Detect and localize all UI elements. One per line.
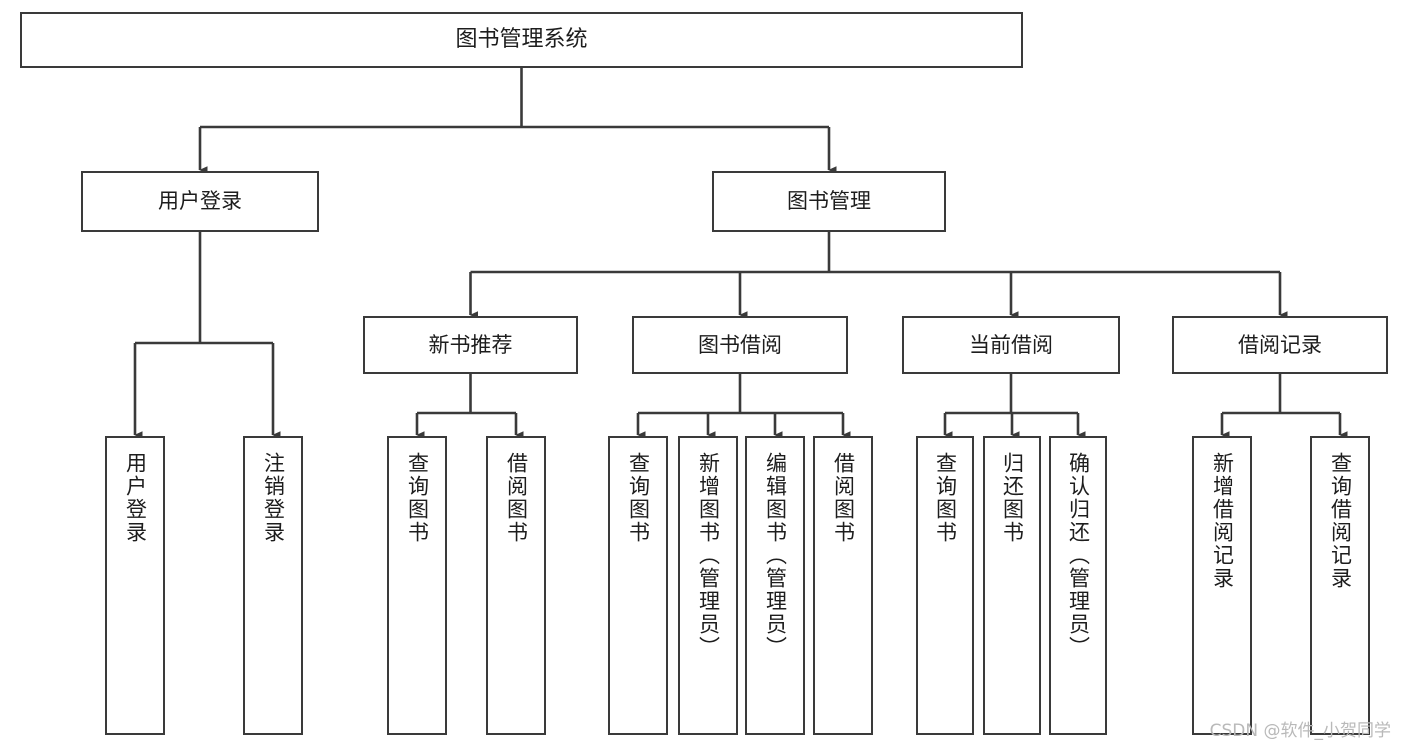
node-current-borrow[interactable]: 当前借阅	[902, 316, 1120, 374]
node-borrow-record-label: 借阅记录	[1238, 332, 1322, 357]
node-leaf-return-book[interactable]: 归还图书	[983, 436, 1041, 735]
node-leaf-confirm-return-label: 确认归还（管理员）	[1066, 452, 1091, 659]
node-root[interactable]: 图书管理系统	[20, 12, 1023, 68]
node-leaf-user-logout-label: 注销登录	[261, 452, 286, 544]
node-user-login[interactable]: 用户登录	[81, 171, 319, 232]
node-book-manage-label: 图书管理	[787, 189, 871, 214]
node-leaf-query-book-3-label: 查询图书	[933, 452, 958, 544]
node-leaf-user-logout[interactable]: 注销登录	[243, 436, 303, 735]
node-leaf-user-login-label: 用户登录	[123, 452, 148, 544]
node-leaf-return-book-label: 归还图书	[1000, 452, 1025, 544]
node-leaf-borrow-book-1-label: 借阅图书	[504, 452, 529, 544]
node-leaf-borrow-book-2[interactable]: 借阅图书	[813, 436, 873, 735]
node-book-borrow[interactable]: 图书借阅	[632, 316, 848, 374]
node-leaf-query-book-1-label: 查询图书	[405, 452, 430, 544]
node-leaf-query-book-1[interactable]: 查询图书	[387, 436, 447, 735]
node-borrow-record[interactable]: 借阅记录	[1172, 316, 1388, 374]
node-current-borrow-label: 当前借阅	[969, 332, 1053, 357]
node-leaf-edit-book-label: 编辑图书（管理员）	[763, 452, 788, 659]
node-leaf-borrow-book-1[interactable]: 借阅图书	[486, 436, 546, 735]
node-leaf-query-book-2[interactable]: 查询图书	[608, 436, 668, 735]
node-leaf-add-record-label: 新增借阅记录	[1210, 452, 1235, 590]
node-leaf-query-record[interactable]: 查询借阅记录	[1310, 436, 1370, 735]
node-leaf-query-book-2-label: 查询图书	[626, 452, 651, 544]
node-leaf-add-book-label: 新增图书（管理员）	[696, 452, 721, 659]
node-root-label: 图书管理系统	[455, 27, 588, 53]
node-leaf-add-record[interactable]: 新增借阅记录	[1192, 436, 1252, 735]
watermark: CSDN @软件_小贺同学	[1209, 721, 1391, 741]
node-leaf-confirm-return[interactable]: 确认归还（管理员）	[1049, 436, 1107, 735]
node-leaf-user-login[interactable]: 用户登录	[105, 436, 165, 735]
node-book-borrow-label: 图书借阅	[698, 332, 782, 357]
node-new-book-rec-label: 新书推荐	[428, 332, 513, 357]
node-leaf-add-book[interactable]: 新增图书（管理员）	[678, 436, 738, 735]
node-leaf-edit-book[interactable]: 编辑图书（管理员）	[745, 436, 805, 735]
node-leaf-borrow-book-2-label: 借阅图书	[831, 452, 856, 544]
node-leaf-query-book-3[interactable]: 查询图书	[916, 436, 974, 735]
node-book-manage[interactable]: 图书管理	[712, 171, 946, 232]
node-user-login-label: 用户登录	[158, 189, 242, 214]
node-leaf-query-record-label: 查询借阅记录	[1328, 452, 1353, 590]
node-new-book-rec[interactable]: 新书推荐	[363, 316, 578, 374]
